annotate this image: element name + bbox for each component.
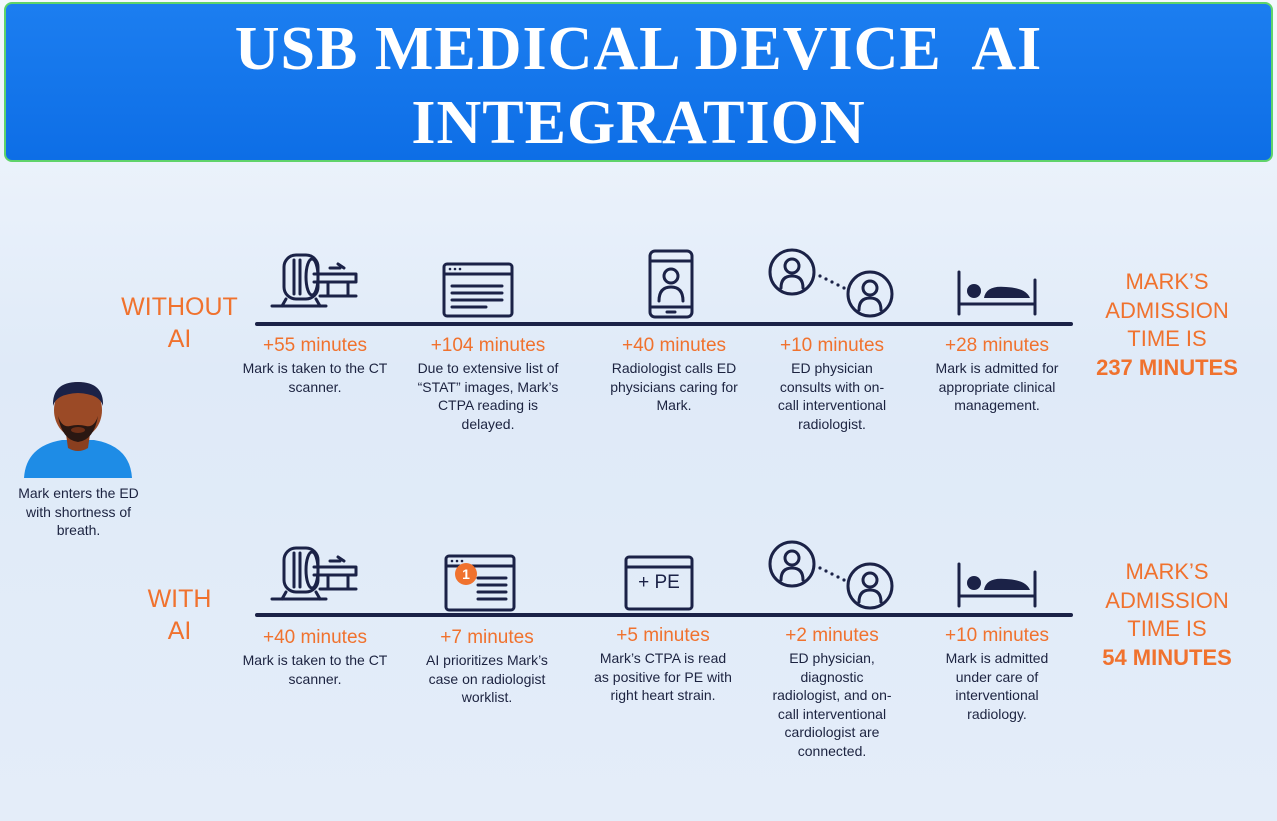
with-ai-label: WITH AI xyxy=(112,583,247,647)
step-description: ED physician, diagnostic radiologist, an… xyxy=(772,650,892,759)
hospital-bed-icon xyxy=(957,562,1037,608)
with-ai-step-2: +7 minutes AI prioritizes Mark’s case on… xyxy=(414,627,560,707)
with-ai-label-line-1: WITH xyxy=(147,585,212,613)
with-ai-step-5: +10 minutes Mark is admitted under care … xyxy=(928,625,1066,723)
step-time: +104 minutes xyxy=(430,335,546,356)
prioritized-worklist-icon xyxy=(444,554,516,612)
step-time: +55 minutes xyxy=(262,335,368,356)
step-description: Mark is taken to the CT scanner. xyxy=(242,360,388,395)
phone-call-icon xyxy=(648,249,694,319)
result-line-2: ADMISSION xyxy=(1105,297,1229,323)
step-description: Radiologist calls ED physicians caring f… xyxy=(610,360,738,413)
hospital-bed-icon xyxy=(957,270,1037,316)
title-line-2: INTEGRATION xyxy=(411,89,866,157)
step-description: Mark’s CTPA is read as positive for PE w… xyxy=(594,650,732,703)
result-total: 54 MINUTES xyxy=(1102,644,1232,670)
patient-avatar-icon xyxy=(24,382,132,478)
priority-badge: 1 xyxy=(462,566,470,582)
physicians-connect-icon xyxy=(768,540,894,610)
step-time: +40 minutes xyxy=(262,627,368,648)
without-ai-step-5: +28 minutes Mark is admitted for appropr… xyxy=(920,335,1074,415)
step-time: +28 minutes xyxy=(944,335,1050,356)
pe-report-text: + PE xyxy=(638,572,680,593)
prioritized-worklist: 1 xyxy=(444,554,516,612)
step-time: +7 minutes xyxy=(440,627,534,648)
title-banner: USB MEDICAL DEVICE AI INTEGRATION xyxy=(4,2,1273,162)
step-description: ED physician consults with on-call inter… xyxy=(777,360,887,432)
ct-scanner-icon xyxy=(270,546,358,601)
result-line-1: MARK’S xyxy=(1125,269,1209,294)
without-ai-step-4: +10 minutes ED physician consults with o… xyxy=(770,335,894,433)
with-ai-step-1: +40 minutes Mark is taken to the CT scan… xyxy=(240,627,390,688)
pe-report-icon xyxy=(624,555,694,611)
without-ai-step-3: +40 minutes Radiologist calls ED physici… xyxy=(600,335,748,415)
step-time: +2 minutes xyxy=(785,625,879,646)
without-ai-step-1: +55 minutes Mark is taken to the CT scan… xyxy=(240,335,390,396)
without-ai-result: MARK’S ADMISSION TIME IS 237 MINUTES xyxy=(1072,268,1262,382)
worklist-icon xyxy=(442,262,514,318)
step-description: Mark is admitted under care of intervent… xyxy=(945,650,1049,722)
step-description: AI prioritizes Mark’s case on radiologis… xyxy=(426,652,548,705)
step-time: +10 minutes xyxy=(779,335,885,356)
patient-caption: Mark enters the ED with shortness of bre… xyxy=(18,485,139,538)
result-total: 237 MINUTES xyxy=(1096,354,1238,380)
with-ai-step-4: +2 minutes ED physician, diagnostic radi… xyxy=(770,625,894,760)
result-line-1: MARK’S xyxy=(1125,559,1209,584)
step-time: +5 minutes xyxy=(616,625,710,646)
title-line-1: USB MEDICAL DEVICE AI xyxy=(234,15,1043,83)
with-ai-result: MARK’S ADMISSION TIME IS 54 MINUTES xyxy=(1072,558,1262,672)
with-ai-step-3: +5 minutes Mark’s CTPA is read as positi… xyxy=(592,625,734,705)
without-ai-step-2: +104 minutes Due to extensive list of “S… xyxy=(412,335,564,433)
without-ai-label-line-2: AI xyxy=(167,325,192,353)
without-ai-timeline xyxy=(255,322,1073,326)
result-line-2: ADMISSION xyxy=(1105,587,1229,613)
result-line-3: TIME IS xyxy=(1127,616,1207,641)
step-time: +10 minutes xyxy=(944,625,1050,646)
physicians-connect-icon xyxy=(768,248,894,318)
step-description: Mark is taken to the CT scanner. xyxy=(242,652,388,687)
pe-report: + PE xyxy=(624,555,694,611)
without-ai-label: WITHOUT AI xyxy=(112,291,247,355)
step-time: +40 minutes xyxy=(621,335,727,356)
patient: Mark enters the ED with shortness of bre… xyxy=(18,380,139,538)
step-description: Mark is admitted for appropriate clinica… xyxy=(935,360,1059,413)
with-ai-timeline xyxy=(255,613,1073,617)
result-line-3: TIME IS xyxy=(1127,326,1207,351)
without-ai-label-line-1: WITHOUT xyxy=(121,293,238,321)
ct-scanner-icon xyxy=(270,253,358,308)
step-description: Due to extensive list of “STAT” images, … xyxy=(417,360,559,432)
with-ai-label-line-2: AI xyxy=(167,617,192,645)
